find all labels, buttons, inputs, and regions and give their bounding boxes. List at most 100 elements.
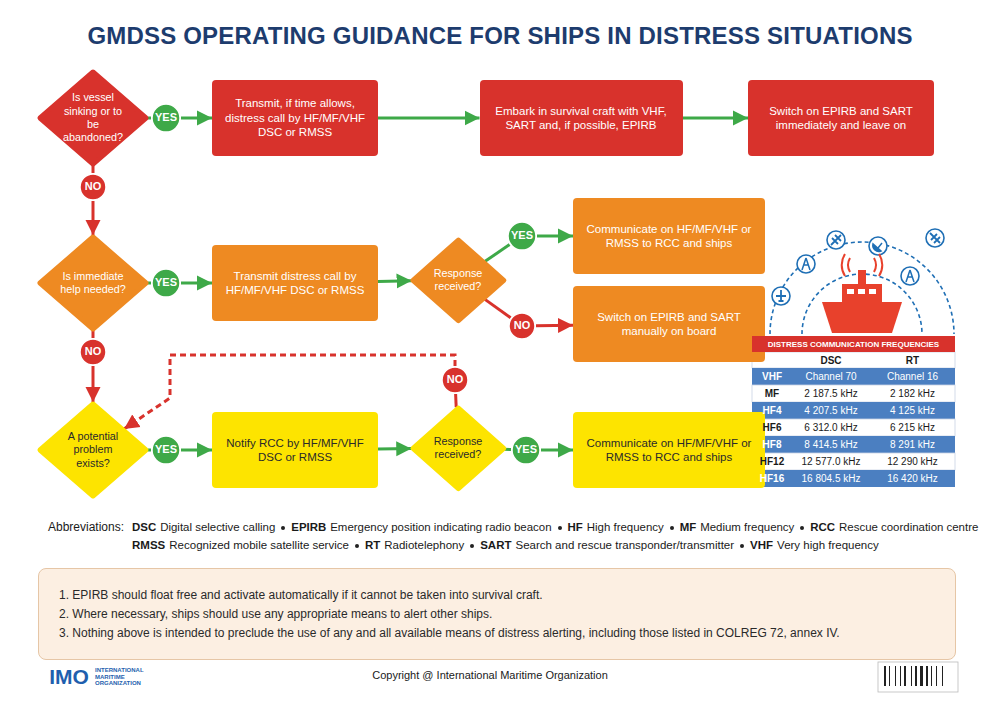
frequency-cell: 2 182 kHz: [870, 385, 955, 402]
action-box: Embark in survival craft with VHF, SART …: [480, 80, 683, 156]
frequency-cell: 4 207.5 kHz: [792, 402, 870, 419]
node-text-wrap: Response received?: [428, 267, 488, 294]
radio-arcs: [770, 242, 954, 334]
flow-arrow: [92, 331, 95, 338]
abbreviation-key: RT: [365, 539, 380, 551]
answer-badge: NO: [441, 366, 469, 394]
diamond-outline: [413, 408, 504, 489]
band-name: HF16: [752, 470, 792, 487]
frequency-cell: 6 312.0 kHz: [792, 419, 870, 436]
diamond-outline: [40, 72, 146, 164]
frequency-cell: 12 290 kHz: [870, 453, 955, 470]
answer-badge: YES: [151, 435, 181, 465]
action-box: Notify RCC by HF/MF/VHF DSC or RMSS: [212, 412, 378, 488]
diamond-outline: [40, 404, 146, 496]
diamond-outline: [40, 237, 146, 329]
action-box: Transmit distress call by HF/MF/VHF DSC …: [212, 245, 378, 321]
node-text-wrap: Switch on EPIRB and SART immediately and…: [756, 104, 926, 133]
barcode: [878, 662, 958, 692]
abbreviation-meaning: Medium frequency: [700, 521, 794, 533]
barcode-bar: [884, 666, 886, 686]
node-text: Embark in survival craft with VHF, SART …: [488, 104, 675, 133]
circle-outline: [508, 222, 536, 250]
band-name: HF8: [752, 436, 792, 453]
barcode-bar: [936, 666, 937, 686]
decision-diamond: Is immediate help needed?: [37, 234, 149, 332]
answer-text: YES: [155, 443, 177, 457]
node-text-wrap: Response received?: [428, 435, 488, 462]
node-text-wrap: Embark in survival craft with VHF, SART …: [488, 104, 675, 133]
note-text: 3. Nothing above is intended to preclude…: [59, 625, 937, 641]
abbreviation-key: EPIRB: [291, 521, 326, 533]
flow-arrow: [536, 324, 573, 328]
node-text-wrap: Communicate on HF/MF/VHF or RMSS to RCC …: [581, 222, 757, 251]
circle-outline: [152, 436, 180, 464]
circle-outline: [80, 174, 106, 200]
answer-text: YES: [155, 276, 177, 290]
frequency-cell: Channel 70: [792, 368, 870, 385]
bullet: [800, 526, 804, 530]
flow-arrow: [537, 234, 573, 237]
flow-arrow: [92, 166, 95, 173]
bullet: [281, 526, 285, 530]
node-text: Communicate on HF/MF/VHF or RMSS to RCC …: [581, 436, 757, 465]
flow-arrow: [378, 117, 480, 120]
bullet: [740, 544, 744, 548]
plane-icon: [772, 287, 790, 305]
flow-arrow: [683, 117, 749, 120]
answer-badge: YES: [151, 103, 181, 133]
flow-arrow: [92, 201, 95, 235]
barcode-bar: [904, 666, 906, 686]
node-text: Response received?: [428, 435, 488, 462]
abbreviation-line: Abbreviations:DSCDigital selective calli…: [48, 520, 978, 534]
node-text: Communicate on HF/MF/VHF or RMSS to RCC …: [581, 222, 757, 251]
plane-icon: [827, 231, 845, 249]
circle-outline: [152, 269, 180, 297]
frequency-cell: 12 577.0 kHz: [792, 453, 870, 470]
barcode-bar: [942, 666, 943, 686]
node-text-wrap: YES: [155, 443, 177, 457]
answer-badge: YES: [511, 435, 541, 465]
plane-icon: [926, 229, 944, 247]
node-text-wrap: Communicate on HF/MF/VHF or RMSS to RCC …: [581, 436, 757, 465]
answer-badge: YES: [507, 221, 537, 251]
frequency-cell: Channel 16: [870, 368, 955, 385]
node-text: Switch on EPIRB and SART manually on boa…: [581, 310, 757, 339]
action-box: Switch on EPIRB and SART immediately and…: [748, 80, 934, 156]
abbreviation-key: SART: [480, 539, 511, 551]
answer-text: YES: [515, 443, 537, 457]
band-name: HF12: [752, 453, 792, 470]
tower-icon: [901, 267, 919, 285]
barcode-bar: [915, 666, 917, 686]
node-text-wrap: Notify RCC by HF/MF/VHF DSC or RMSS: [220, 436, 370, 465]
circle-outline: [509, 313, 535, 339]
note-text: 1. EPIRB should float free and activate …: [59, 587, 937, 603]
node-text: Notify RCC by HF/MF/VHF DSC or RMSS: [220, 436, 370, 465]
answer-text: NO: [85, 345, 102, 359]
band-name: HF4: [752, 402, 792, 419]
flow-arrow: [181, 448, 212, 451]
node-text-wrap: Switch on EPIRB and SART manually on boa…: [581, 310, 757, 339]
outer-arc: [770, 242, 954, 334]
diamond-outline: [413, 240, 504, 321]
frequency-cell: 16 804.5 kHz: [792, 470, 870, 487]
action-box: Transmit, if time allows, distress call …: [212, 80, 378, 156]
barcode-bar: [911, 666, 912, 686]
answer-text: YES: [155, 111, 177, 125]
flow-arrow: [541, 448, 573, 451]
abbreviation-meaning: Rescue coordination centre: [839, 521, 978, 533]
frequency-cell: 8 291 kHz: [870, 436, 955, 453]
frequency-table-rows: [752, 352, 955, 487]
barcode-bar: [931, 666, 932, 686]
node-text-wrap: YES: [155, 111, 177, 125]
node-text: Response received?: [428, 267, 488, 294]
abbreviation-key: VHF: [750, 539, 773, 551]
node-text-wrap: YES: [155, 276, 177, 290]
bullet: [470, 544, 474, 548]
node-text: A potential problem exists?: [59, 430, 128, 470]
bullet: [558, 526, 562, 530]
table-column-head: RT: [870, 352, 955, 368]
frequency-cell: 6 215 kHz: [870, 419, 955, 436]
node-text: Is vessel sinking or to be abandoned?: [59, 91, 128, 145]
tower-icon: [797, 255, 815, 273]
